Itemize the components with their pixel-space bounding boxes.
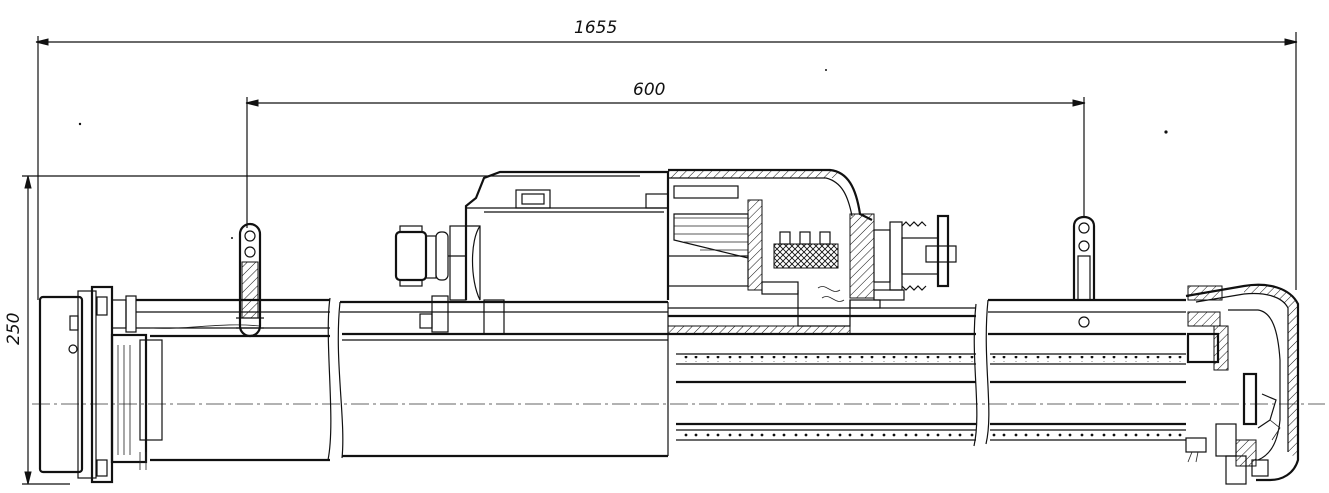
coupling-nut — [394, 225, 466, 333]
right-end-cap — [1185, 283, 1300, 485]
pipe-segment-right — [985, 298, 1186, 445]
dimension-label-height: 250 — [4, 313, 24, 345]
dimension-label-spacing: 600 — [633, 80, 665, 100]
dimension-overall-length: 1655 — [35, 18, 1298, 300]
dimension-mount-spacing: 600 — [245, 80, 1086, 228]
section-housing — [667, 168, 873, 335]
dimension-height: 250 — [4, 175, 640, 485]
pipe-segment-left — [136, 297, 332, 462]
mounting-lug-left — [236, 222, 264, 338]
pipe-segment-middle — [337, 300, 669, 459]
dimension-label-overall: 1655 — [574, 18, 617, 38]
mounting-lug-right — [1072, 215, 1096, 328]
pipe-segment-section — [668, 303, 978, 447]
left-end-cap — [38, 285, 163, 484]
terminal-connector — [849, 213, 957, 309]
scan-specks — [78, 69, 1168, 239]
gear-housing — [449, 170, 670, 335]
